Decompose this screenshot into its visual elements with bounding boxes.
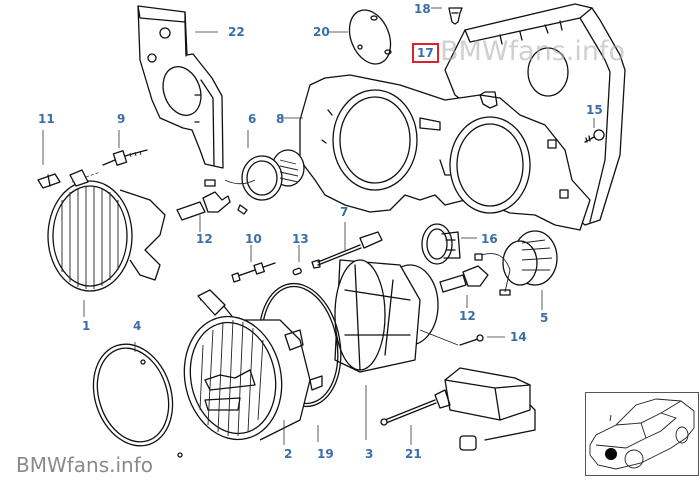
callout-9[interactable]: 9 (117, 112, 126, 126)
callout-17-highlighted[interactable]: 17 (412, 43, 439, 63)
callout-15[interactable]: 15 (586, 103, 603, 117)
part-1-headlight[interactable] (47, 169, 166, 292)
callout-20[interactable]: 20 (313, 25, 330, 39)
part-14-screw[interactable] (459, 334, 484, 346)
callout-5[interactable]: 5 (540, 311, 549, 325)
callout-10[interactable]: 10 (245, 232, 262, 246)
part-12-bulb-left[interactable] (176, 191, 231, 221)
part-8-headlight-carrier[interactable] (299, 74, 591, 231)
headlight-location-marker (605, 448, 617, 460)
callout-4[interactable]: 4 (133, 319, 142, 333)
callout-11[interactable]: 11 (38, 112, 55, 126)
part-7-adjusting-screw-long[interactable] (311, 231, 383, 269)
callout-12-right[interactable]: 12 (459, 309, 476, 323)
callout-19[interactable]: 19 (317, 447, 334, 461)
part-9-adjusting-screw[interactable] (71, 149, 148, 183)
callout-16[interactable]: 16 (481, 232, 498, 246)
part-5-socket-cover[interactable] (474, 230, 558, 296)
callout-18[interactable]: 18 (414, 2, 431, 16)
car-locator-inset (585, 392, 699, 476)
callout-13[interactable]: 13 (292, 232, 309, 246)
part-6-socket-cover[interactable] (204, 149, 305, 215)
callout-3[interactable]: 3 (365, 447, 374, 461)
part-15-self-tapping-screw[interactable] (584, 129, 605, 143)
part-21-leveling-motor[interactable] (380, 367, 536, 451)
part-12-bulb-right[interactable] (439, 265, 489, 293)
part-2-headlight[interactable] (173, 289, 323, 449)
callout-7[interactable]: 7 (340, 205, 349, 219)
watermark-bottom: BMWfans.info (16, 453, 154, 477)
part-20-cover-cap[interactable] (342, 4, 398, 70)
callout-21[interactable]: 21 (405, 447, 422, 461)
callout-12-left[interactable]: 12 (196, 232, 213, 246)
part-10-adjusting-screw[interactable] (231, 262, 276, 283)
part-16-bulb-holder[interactable] (421, 223, 461, 265)
leader-lines (42, 7, 595, 445)
part-22-bracket-plate[interactable] (137, 5, 224, 169)
watermark-top: BMWfans.info (440, 36, 625, 67)
part-18-expanding-rivet[interactable] (448, 7, 463, 25)
callout-8[interactable]: 8 (276, 112, 285, 126)
callout-2[interactable]: 2 (284, 447, 293, 461)
callout-1[interactable]: 1 (82, 319, 91, 333)
part-3-reflector-housing[interactable] (334, 259, 459, 373)
part-4-trim-ring[interactable] (81, 334, 185, 458)
callout-22[interactable]: 22 (228, 25, 245, 39)
part-13-spring-nut[interactable] (292, 267, 302, 276)
callout-14[interactable]: 14 (510, 330, 527, 344)
part-11-clip-nut[interactable] (37, 173, 61, 189)
car-outline-icon (589, 398, 695, 470)
callout-6[interactable]: 6 (248, 112, 257, 126)
